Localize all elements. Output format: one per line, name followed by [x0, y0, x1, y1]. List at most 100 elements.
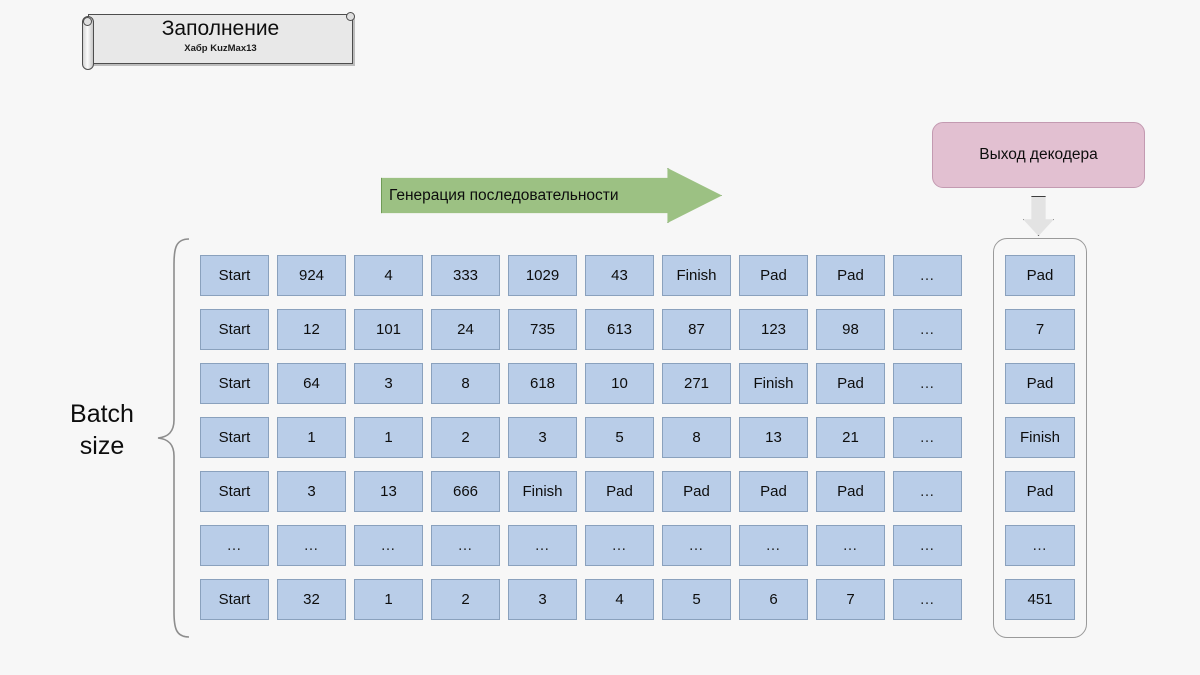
token-cell[interactable]: 6 — [739, 579, 808, 620]
token-cell[interactable]: Pad — [739, 255, 808, 296]
token-cell[interactable]: 101 — [354, 309, 423, 350]
token-cell[interactable]: 1 — [354, 579, 423, 620]
token-cell[interactable]: … — [893, 363, 962, 404]
token-cell[interactable]: … — [893, 255, 962, 296]
token-cell[interactable]: 4 — [585, 579, 654, 620]
token-cell[interactable]: Finish — [662, 255, 731, 296]
token-cell[interactable]: 64 — [277, 363, 346, 404]
token-cell[interactable]: 333 — [431, 255, 500, 296]
token-cell[interactable]: 8 — [662, 417, 731, 458]
token-cell[interactable]: … — [739, 525, 808, 566]
token-cell[interactable]: Pad — [662, 471, 731, 512]
token-cell-wrap: 12 — [273, 309, 350, 350]
token-cell[interactable]: 271 — [662, 363, 731, 404]
token-cell[interactable]: 10 — [585, 363, 654, 404]
output-cell[interactable]: 7 — [1005, 309, 1075, 350]
output-cell[interactable]: Pad — [1005, 255, 1075, 296]
token-cell[interactable]: 618 — [508, 363, 577, 404]
token-cell[interactable]: … — [893, 579, 962, 620]
token-cell[interactable]: 735 — [508, 309, 577, 350]
token-cell[interactable]: 3 — [277, 471, 346, 512]
token-cell-wrap: … — [889, 255, 966, 296]
token-cell[interactable]: 87 — [662, 309, 731, 350]
token-cell[interactable]: 24 — [431, 309, 500, 350]
token-cell[interactable]: 13 — [739, 417, 808, 458]
down-arrow — [1023, 196, 1054, 236]
token-cell[interactable]: … — [200, 525, 269, 566]
token-cell-wrap: 10 — [581, 363, 658, 404]
token-cell[interactable]: 1 — [277, 417, 346, 458]
output-cell[interactable]: Pad — [1005, 471, 1075, 512]
token-cell-wrap: Pad — [812, 255, 889, 296]
token-cell[interactable]: 32 — [277, 579, 346, 620]
token-cell[interactable]: Start — [200, 363, 269, 404]
token-cell[interactable]: 7 — [816, 579, 885, 620]
token-cell[interactable]: … — [816, 525, 885, 566]
token-cell[interactable]: … — [354, 525, 423, 566]
token-cell[interactable]: 3 — [508, 417, 577, 458]
token-cell[interactable]: 13 — [354, 471, 423, 512]
token-cell[interactable]: 5 — [585, 417, 654, 458]
output-cell[interactable]: Pad — [1005, 363, 1075, 404]
token-cell-wrap: 101 — [350, 309, 427, 350]
token-cell[interactable]: 2 — [431, 579, 500, 620]
token-cell[interactable]: … — [893, 471, 962, 512]
token-cell[interactable]: … — [508, 525, 577, 566]
token-cell[interactable]: … — [431, 525, 500, 566]
token-cell[interactable]: 3 — [508, 579, 577, 620]
token-cell-wrap: … — [889, 579, 966, 620]
token-cell[interactable]: 5 — [662, 579, 731, 620]
token-cell[interactable]: 666 — [431, 471, 500, 512]
token-cell[interactable]: 924 — [277, 255, 346, 296]
token-cell-wrap: … — [735, 525, 812, 566]
output-cell-wrap: … — [1005, 525, 1075, 566]
token-cell[interactable]: 1029 — [508, 255, 577, 296]
token-cell-wrap: 1 — [350, 417, 427, 458]
token-cell[interactable]: … — [893, 417, 962, 458]
token-cell[interactable]: Finish — [508, 471, 577, 512]
token-cell[interactable]: Start — [200, 417, 269, 458]
token-cell[interactable]: Start — [200, 255, 269, 296]
token-cell-wrap: 13 — [350, 471, 427, 512]
output-cell[interactable]: 451 — [1005, 579, 1075, 620]
batch-size-label: Batch size — [46, 398, 158, 462]
token-cell[interactable]: 4 — [354, 255, 423, 296]
token-cell[interactable]: Pad — [816, 255, 885, 296]
output-cell[interactable]: Finish — [1005, 417, 1075, 458]
token-cell[interactable]: … — [893, 309, 962, 350]
token-cell[interactable]: … — [662, 525, 731, 566]
token-cell[interactable]: Start — [200, 579, 269, 620]
token-cell[interactable]: Start — [200, 471, 269, 512]
token-cell-wrap: Start — [196, 255, 273, 296]
token-cell[interactable]: Pad — [585, 471, 654, 512]
token-cell-wrap: Pad — [812, 363, 889, 404]
token-cell[interactable]: … — [585, 525, 654, 566]
token-cell-wrap: 333 — [427, 255, 504, 296]
token-cell[interactable]: 3 — [354, 363, 423, 404]
banner-knob-left-icon — [83, 17, 92, 26]
token-cell-wrap: 98 — [812, 309, 889, 350]
token-cell[interactable]: 2 — [431, 417, 500, 458]
token-cell[interactable]: Pad — [739, 471, 808, 512]
token-cell[interactable]: 8 — [431, 363, 500, 404]
token-cell[interactable]: 12 — [277, 309, 346, 350]
token-cell[interactable]: Start — [200, 309, 269, 350]
token-cell-wrap: … — [658, 525, 735, 566]
token-cell[interactable]: 613 — [585, 309, 654, 350]
token-cell-wrap: … — [581, 525, 658, 566]
token-cell[interactable]: 21 — [816, 417, 885, 458]
token-cell[interactable]: Pad — [816, 363, 885, 404]
token-cell[interactable]: 1 — [354, 417, 423, 458]
output-cell-wrap: Pad — [1005, 471, 1075, 512]
token-cell[interactable]: … — [277, 525, 346, 566]
token-cell-wrap: … — [196, 525, 273, 566]
token-cell[interactable]: … — [893, 525, 962, 566]
token-cell[interactable]: Pad — [816, 471, 885, 512]
output-cell[interactable]: … — [1005, 525, 1075, 566]
token-cell[interactable]: 98 — [816, 309, 885, 350]
token-cell[interactable]: 43 — [585, 255, 654, 296]
token-cell[interactable]: Finish — [739, 363, 808, 404]
banner-scroll-roll-icon — [82, 16, 94, 70]
token-cell[interactable]: 123 — [739, 309, 808, 350]
